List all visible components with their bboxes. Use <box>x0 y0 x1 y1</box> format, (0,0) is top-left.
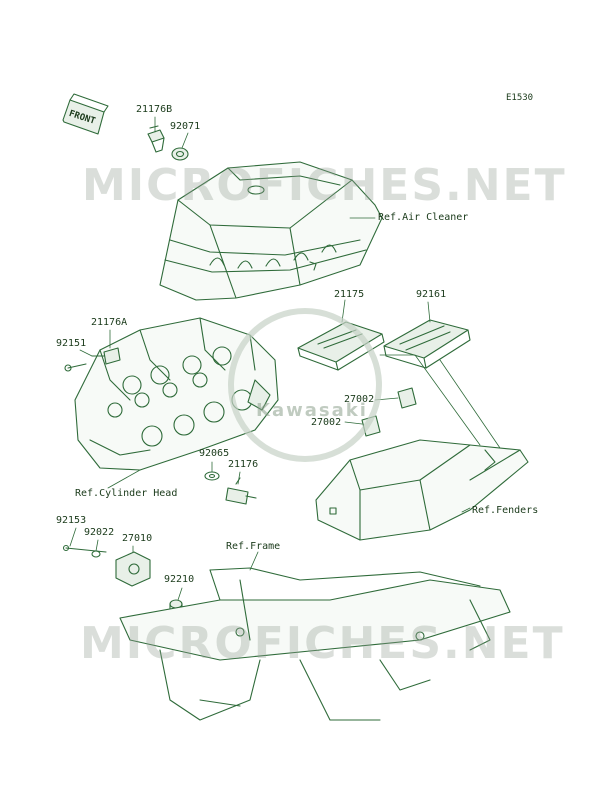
callout-ref-fenders: Ref.Fenders <box>472 505 539 516</box>
sensor-21176a <box>91 347 121 365</box>
callout-21175: 21175 <box>334 289 365 300</box>
watermark-bottom: MICROFICHES.NET <box>80 618 565 669</box>
bolt-92151 <box>64 363 87 372</box>
callout-ref-air-cleaner: Ref.Air Cleaner <box>378 212 469 223</box>
watermark-logo-icon <box>228 308 382 462</box>
watermark-top: MICROFICHES.NET <box>82 160 567 211</box>
callout-21176: 21176 <box>228 459 259 470</box>
callout-92161: 92161 <box>416 289 447 300</box>
diagram-code: E1530 <box>506 93 534 103</box>
sensor-21176 <box>225 477 257 505</box>
relay-27002-upper <box>397 387 417 409</box>
washer-92022 <box>91 550 101 558</box>
callout-92071: 92071 <box>170 121 201 132</box>
sensor-27010 <box>115 551 151 587</box>
grommet-92071 <box>171 147 189 161</box>
callout-21176a: 21176A <box>91 317 128 328</box>
frame <box>119 567 511 721</box>
callout-27002-lower: 27002 <box>311 417 342 428</box>
callout-27010: 27010 <box>122 533 153 544</box>
cover-92161 <box>383 319 471 369</box>
rear-fender <box>315 439 529 541</box>
callout-27002-upper: 27002 <box>344 394 375 405</box>
callout-21176b: 21176B <box>136 104 173 115</box>
cylinder-head <box>74 317 279 471</box>
callout-92151: 92151 <box>56 338 87 349</box>
washer-92065 <box>204 471 220 481</box>
callout-92022: 92022 <box>84 527 115 538</box>
sensor-21176b <box>147 125 165 153</box>
pad-21175 <box>297 321 385 371</box>
watermark-logo-text: Kawasaki <box>256 400 368 421</box>
callout-92065: 92065 <box>199 448 230 459</box>
bolt-92153 <box>62 544 107 553</box>
callout-ref-cylinder-head: Ref.Cylinder Head <box>75 488 178 499</box>
air-cleaner-housing <box>159 161 383 301</box>
front-arrow-icon <box>62 93 109 135</box>
callout-ref-frame: Ref.Frame <box>226 541 281 552</box>
callout-92210: 92210 <box>164 574 195 585</box>
callout-92153: 92153 <box>56 515 87 526</box>
